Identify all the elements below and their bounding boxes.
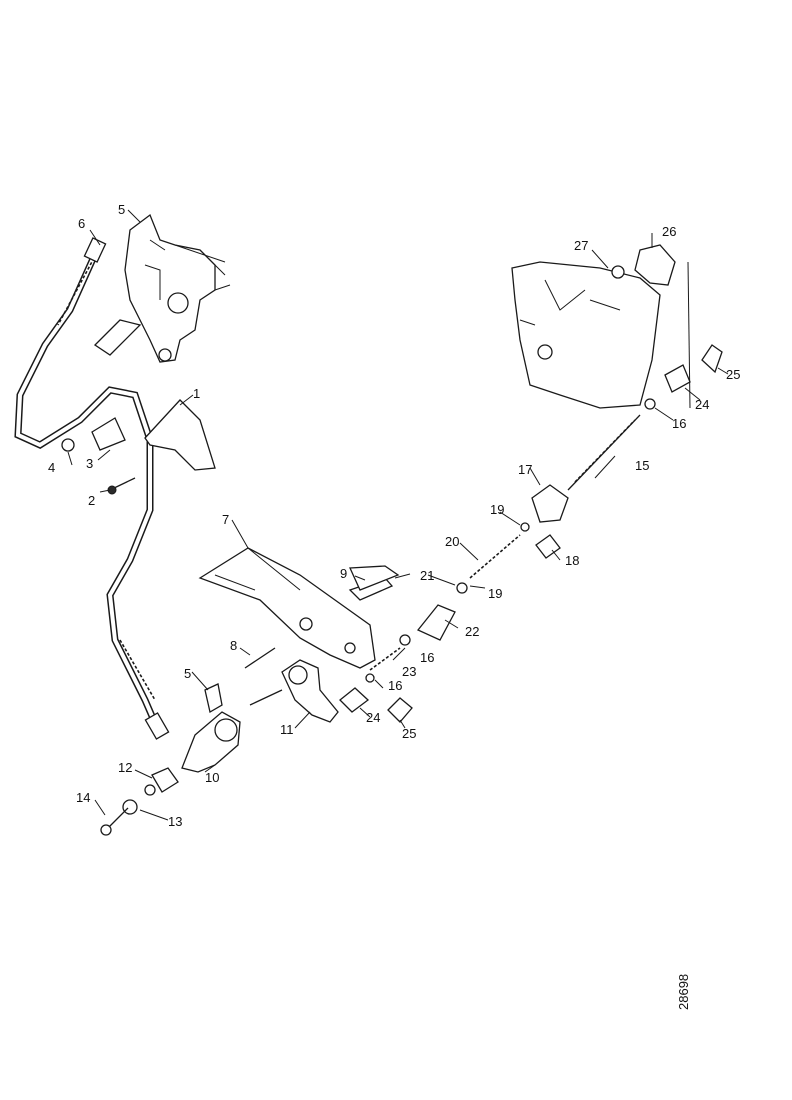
callout-16-top: 16 (672, 416, 686, 431)
leader-lines (67, 209, 729, 821)
callout-2: 2 (88, 493, 95, 508)
callout-18: 18 (565, 553, 579, 568)
callout-10: 10 (205, 770, 219, 785)
callout-3: 3 (86, 456, 93, 471)
mounting-bracket (61, 399, 216, 495)
callout-8: 8 (230, 638, 237, 653)
callout-27: 27 (574, 238, 588, 253)
callout-5-upper: 5 (118, 202, 125, 217)
callout-26: 26 (662, 224, 676, 239)
callout-6: 6 (78, 216, 85, 231)
clutch-cable (14, 237, 170, 740)
callout-22: 22 (465, 624, 479, 639)
callout-24-upper: 24 (695, 397, 709, 412)
callout-11: 11 (280, 722, 294, 737)
gearbox-housing (511, 244, 691, 409)
callout-labels: 1 2 3 4 5 5 6 7 8 9 10 11 12 13 14 15 16… (48, 202, 740, 829)
document-id: 28698 (676, 974, 691, 1010)
callout-19-upper: 19 (490, 502, 504, 517)
callout-23: 23 (402, 664, 416, 679)
callout-19-lower: 19 (488, 586, 502, 601)
callout-4: 4 (48, 460, 55, 475)
pull-rod-assembly (244, 344, 723, 723)
callout-16-mid: 16 (420, 650, 434, 665)
pivot-fasteners (100, 767, 179, 836)
callout-14: 14 (76, 790, 90, 805)
callout-17: 17 (518, 462, 532, 477)
callout-25-upper: 25 (726, 367, 740, 382)
bracket-plate (198, 547, 411, 669)
callout-5-lower: 5 (184, 666, 191, 681)
lever-arm (249, 659, 339, 723)
callout-16-low: 16 (388, 678, 402, 693)
pedal-bracket-assembly (93, 213, 231, 363)
callout-9: 9 (340, 566, 347, 581)
callout-13: 13 (168, 814, 182, 829)
callout-24-lower: 24 (366, 710, 380, 725)
callout-21: 21 (420, 568, 434, 583)
callout-20: 20 (445, 534, 459, 549)
callout-12: 12 (118, 760, 132, 775)
release-yoke (181, 683, 241, 773)
callout-15: 15 (635, 458, 649, 473)
callout-7: 7 (222, 512, 229, 527)
callout-25-lower: 25 (402, 726, 416, 741)
callout-1: 1 (193, 386, 200, 401)
